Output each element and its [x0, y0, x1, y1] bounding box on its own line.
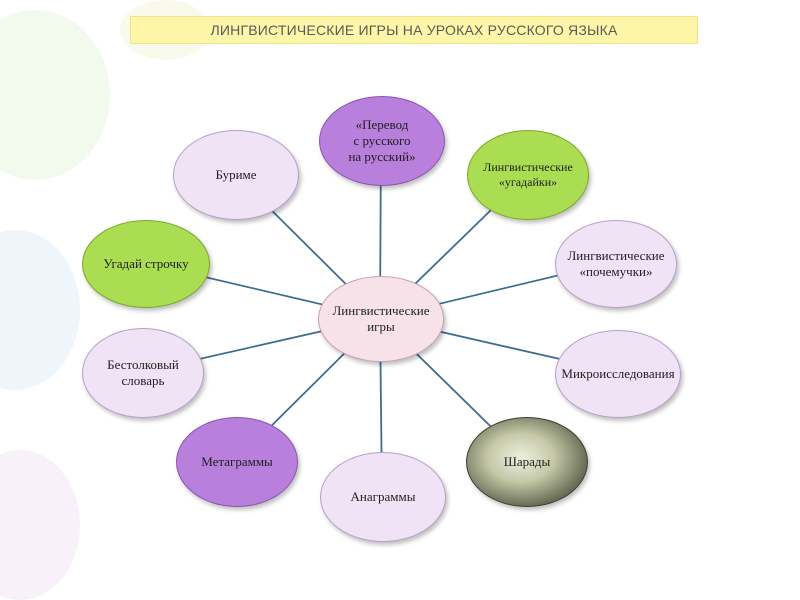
node-pochemuchki: Лингвистические «почемучки» — [555, 220, 677, 308]
node-mikroissledovaniya: Микроисследования — [555, 330, 681, 418]
node-metagrammy: Метаграммы — [176, 417, 298, 507]
node-ugadaiki: Лингвистические «угадайки» — [467, 130, 589, 220]
node-burime: Буриме — [173, 130, 299, 220]
page-title: ЛИНГВИСТИЧЕСКИЕ ИГРЫ НА УРОКАХ РУССКОГО … — [130, 16, 698, 44]
node-anagrammy: Анаграммы — [320, 452, 446, 542]
node-sharady: Шарады — [466, 417, 588, 507]
node-ugadai-strochku: Угадай строчку — [82, 220, 210, 308]
center-node: Лингвистические игры — [318, 276, 444, 362]
node-bestolkovyi-slovar: Бестолковый словарь — [82, 328, 204, 418]
node-perevod: «Перевод с русского на русский» — [319, 96, 445, 186]
